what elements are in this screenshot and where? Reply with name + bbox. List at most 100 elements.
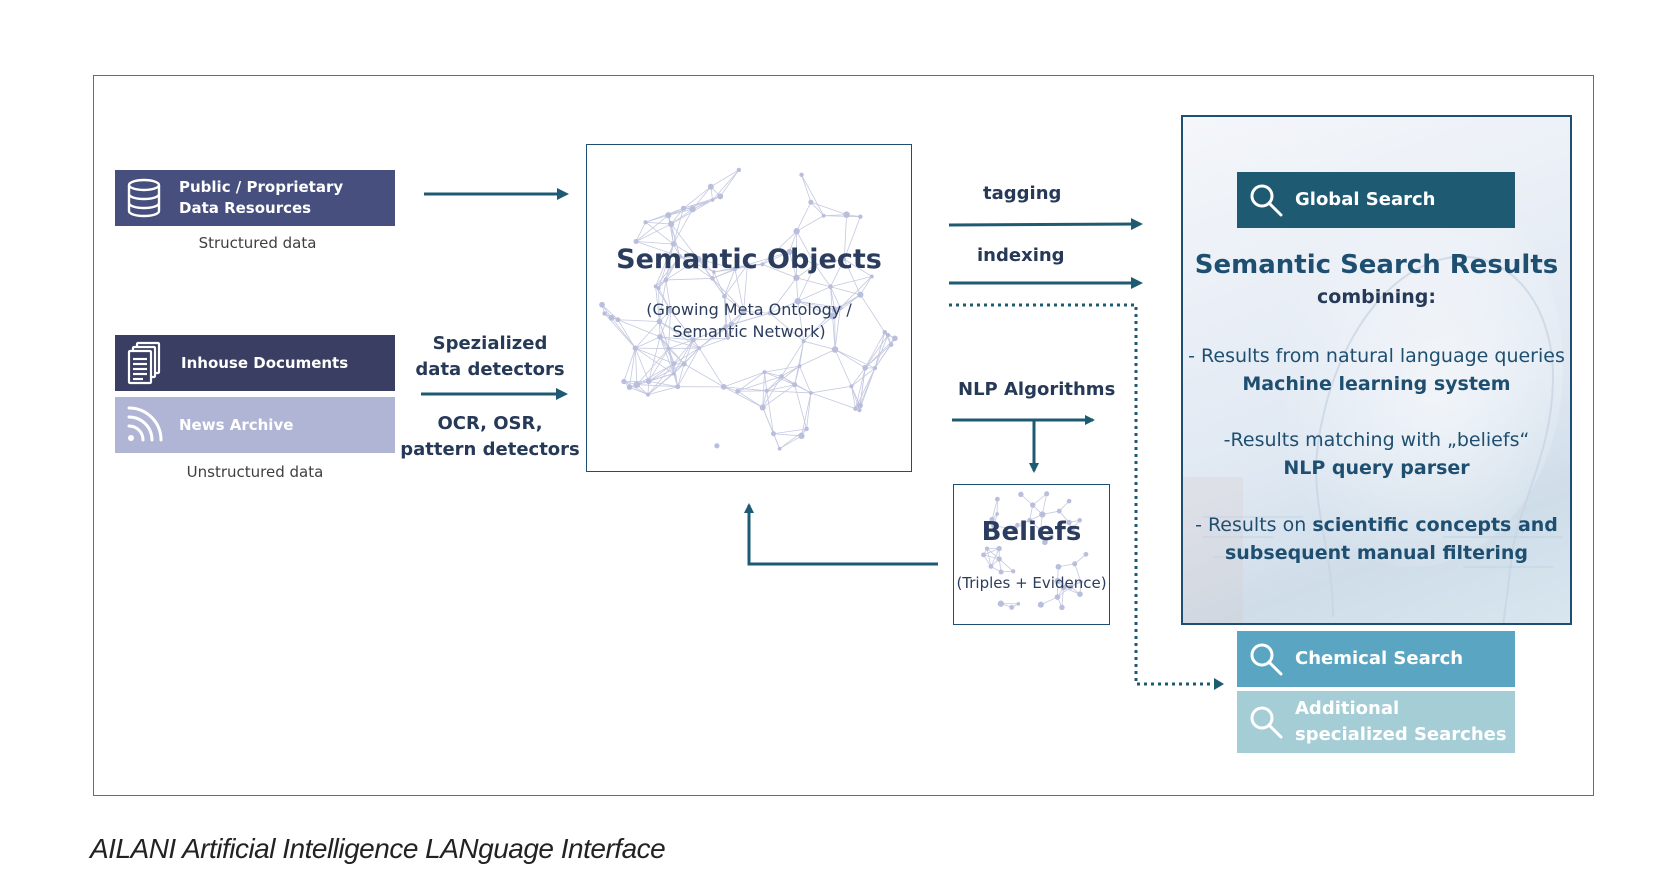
spezialized-label: Spezialized: [432, 333, 548, 354]
network-edge: [1061, 587, 1064, 608]
beliefs-title: Beliefs: [981, 517, 1082, 547]
network-node: [764, 388, 769, 393]
manual-filtering-label: subsequent manual filtering: [1224, 542, 1529, 564]
network-node: [1009, 604, 1015, 610]
network-edge: [648, 363, 675, 382]
network-node: [645, 378, 652, 385]
network-edge: [743, 264, 748, 312]
network-edge: [855, 367, 866, 409]
indexing-label: indexing: [977, 245, 1065, 266]
global-search-button[interactable]: Global Search: [1237, 172, 1515, 228]
network-node: [995, 512, 999, 516]
network-edge: [629, 348, 636, 388]
network-edge: [810, 385, 852, 394]
network-node: [643, 220, 648, 225]
network-edge: [823, 214, 847, 217]
network-node: [665, 212, 672, 219]
network-edge: [713, 264, 748, 273]
network-edge: [673, 339, 694, 374]
network-edge: [713, 271, 725, 297]
network-edge: [839, 276, 873, 308]
network-node: [668, 220, 675, 228]
network-edge: [635, 347, 674, 375]
semantic-network-label: Semantic Network): [672, 322, 826, 341]
network-node: [1068, 584, 1074, 590]
network-edge: [762, 372, 765, 408]
network-edge: [692, 186, 712, 210]
network-edge: [635, 223, 672, 242]
detectors-label: Spezialized data detectors: [405, 331, 575, 383]
network-edge: [723, 371, 765, 388]
network-node: [1037, 527, 1044, 533]
network-edge: [766, 365, 800, 392]
network-node: [1066, 519, 1072, 526]
network-node: [646, 392, 650, 397]
network-edge: [815, 258, 845, 266]
network-edge: [647, 363, 675, 395]
network-edge: [986, 548, 992, 567]
network-edge: [645, 207, 684, 223]
network-edge: [789, 251, 816, 266]
network-edge: [851, 386, 861, 406]
network-edge: [834, 349, 866, 369]
network-edge: [617, 319, 660, 322]
network-node: [762, 370, 767, 375]
network-edge: [665, 243, 674, 281]
beliefs-network-graphic: [981, 491, 1089, 611]
network-edge: [801, 174, 825, 216]
network-edge: [677, 363, 685, 387]
network-node: [794, 297, 802, 305]
network-edge: [683, 363, 724, 388]
network-edge: [803, 340, 836, 350]
network-node: [837, 305, 843, 311]
network-edge: [737, 390, 767, 392]
network-node: [633, 238, 639, 245]
network-node: [744, 261, 751, 269]
network-edge: [884, 332, 892, 345]
network-node: [997, 600, 1005, 607]
network-node: [812, 262, 818, 268]
network-edge: [635, 347, 675, 365]
network-edge: [781, 365, 800, 377]
additional-searches-button[interactable]: Additional specialized Searches: [1237, 691, 1515, 753]
network-edge: [655, 286, 660, 322]
result-item-beliefs-line1: -Results matching with „beliefs“: [1223, 429, 1530, 451]
network-node: [1027, 517, 1033, 523]
network-edge: [801, 392, 812, 437]
network-node: [667, 307, 674, 314]
network-edge: [673, 339, 694, 364]
magnifier-icon: [1243, 172, 1289, 228]
network-edge: [636, 241, 674, 245]
network-node: [1049, 534, 1054, 540]
structured-data-caption: Structured data: [198, 234, 317, 252]
network-node: [689, 206, 696, 213]
public-proprietary-data-box: Public / Proprietary Data Resources: [115, 170, 395, 226]
network-node: [671, 361, 677, 367]
network-edge: [830, 276, 872, 288]
network-edge: [762, 384, 795, 408]
network-edge: [797, 286, 831, 302]
network-edge: [672, 208, 684, 245]
network-edge: [789, 251, 797, 278]
network-node: [832, 307, 838, 313]
network-edge: [860, 276, 873, 295]
network-edge: [659, 321, 700, 349]
network-edge: [645, 221, 674, 245]
network-edge: [727, 311, 744, 339]
network-sphere-graphic: [599, 167, 898, 451]
network-edge: [814, 264, 831, 287]
public-proprietary-label: Public / Proprietary: [179, 178, 344, 196]
network-node: [680, 205, 686, 211]
network-node: [608, 314, 615, 321]
network-edge: [667, 215, 674, 245]
network-edge: [844, 258, 873, 277]
chemical-search-button[interactable]: Chemical Search: [1237, 631, 1515, 687]
network-edge: [843, 216, 861, 260]
network-edge: [769, 300, 799, 314]
network-edge: [983, 548, 1000, 556]
result-item-concepts: - Results on scientific concepts and sub…: [1181, 511, 1572, 567]
network-node: [799, 172, 804, 178]
combining-label: combining:: [1317, 286, 1436, 308]
scientific-concepts-label: scientific concepts and: [1312, 514, 1558, 536]
network-edge: [673, 208, 693, 245]
